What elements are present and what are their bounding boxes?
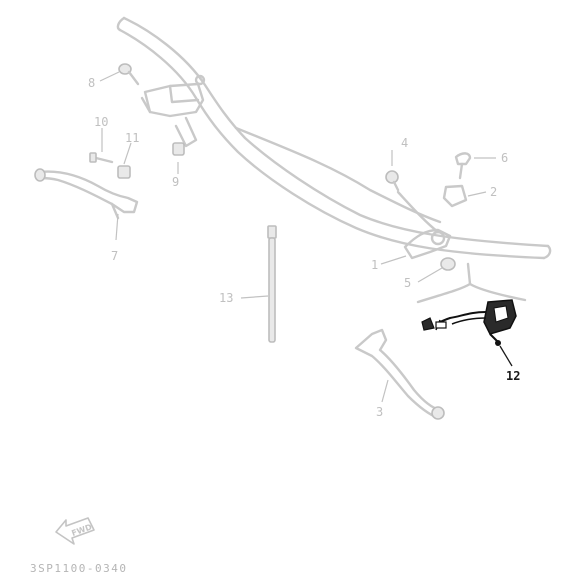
callout-5: 5 xyxy=(404,276,411,290)
callout-7: 7 xyxy=(111,249,118,263)
switch-2 xyxy=(442,184,468,208)
callout-9: 9 xyxy=(172,175,179,189)
callout-8: 8 xyxy=(88,76,95,90)
callout-12: 12 xyxy=(506,369,520,383)
callout-2: 2 xyxy=(490,185,497,199)
fwd-arrow-icon: FWD xyxy=(55,517,95,545)
nut-5 xyxy=(440,257,456,271)
callout-11: 11 xyxy=(125,131,139,145)
drawing-code: 3SP1100-0340 xyxy=(30,562,127,575)
callout-labels: 1 2 3 4 5 6 7 8 9 10 11 12 13 xyxy=(88,76,520,419)
bolt-10 xyxy=(89,152,114,164)
bolt-4 xyxy=(385,170,400,192)
brake-lever-7 xyxy=(34,168,139,220)
nut-9 xyxy=(172,142,185,156)
bolt-8 xyxy=(118,63,140,86)
callout-3: 3 xyxy=(376,405,383,419)
master-cylinder xyxy=(140,74,206,148)
nut-11 xyxy=(117,165,131,179)
group-bracket xyxy=(416,262,527,304)
callout-13: 13 xyxy=(219,291,233,305)
cable-4 xyxy=(396,190,440,234)
callout-6: 6 xyxy=(501,151,508,165)
clutch-lever-3 xyxy=(354,328,445,420)
callout-10: 10 xyxy=(94,115,108,129)
callout-4: 4 xyxy=(401,136,408,150)
leader-lines xyxy=(99,71,513,403)
switch-assembly-12 xyxy=(421,299,517,346)
bolt-6 xyxy=(454,152,472,180)
cable-tie-13 xyxy=(267,225,277,343)
callout-1: 1 xyxy=(371,258,378,272)
